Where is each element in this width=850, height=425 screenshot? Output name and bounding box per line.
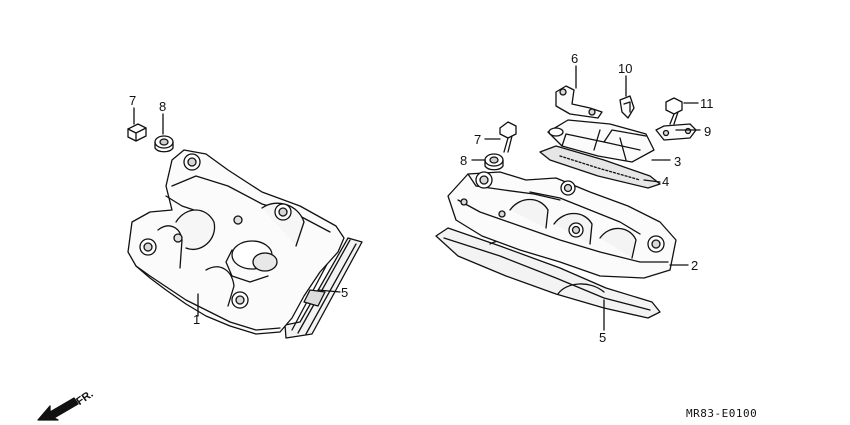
right-bolt-7	[499, 121, 517, 153]
right-head-cover	[447, 171, 677, 279]
callout-4: 4	[662, 174, 670, 189]
left-bolt-7	[127, 123, 147, 142]
callout-7-left: 7	[129, 93, 137, 108]
right-bracket-6	[555, 85, 603, 119]
callout-5-right: 5	[599, 330, 607, 345]
callout-9: 9	[704, 124, 712, 139]
right-bolt-11	[665, 97, 683, 125]
callout-5-left: 5	[341, 285, 349, 300]
right-clip-10	[619, 95, 635, 119]
diagram-code: MR83-E0100	[686, 407, 758, 420]
callout-11: 11	[700, 96, 714, 111]
callout-1: 1	[193, 312, 201, 327]
right-leaders	[471, 65, 701, 331]
callout-3: 3	[674, 154, 682, 169]
left-leaders	[133, 107, 341, 317]
callout-7-right: 7	[474, 132, 482, 147]
right-washer-8	[484, 153, 504, 171]
callout-10: 10	[618, 61, 633, 76]
left-head-cover	[127, 149, 345, 335]
callout-6: 6	[571, 51, 579, 66]
callout-8-left: 8	[159, 99, 167, 114]
left-washer-8	[154, 135, 174, 153]
right-small-gasket-4	[539, 145, 661, 189]
callout-8-right: 8	[460, 153, 468, 168]
callout-2: 2	[691, 258, 699, 273]
front-arrow-icon	[37, 397, 79, 421]
right-breather-cover-3	[547, 119, 655, 163]
right-bracket-9	[655, 123, 697, 141]
left-gasket	[284, 235, 363, 339]
